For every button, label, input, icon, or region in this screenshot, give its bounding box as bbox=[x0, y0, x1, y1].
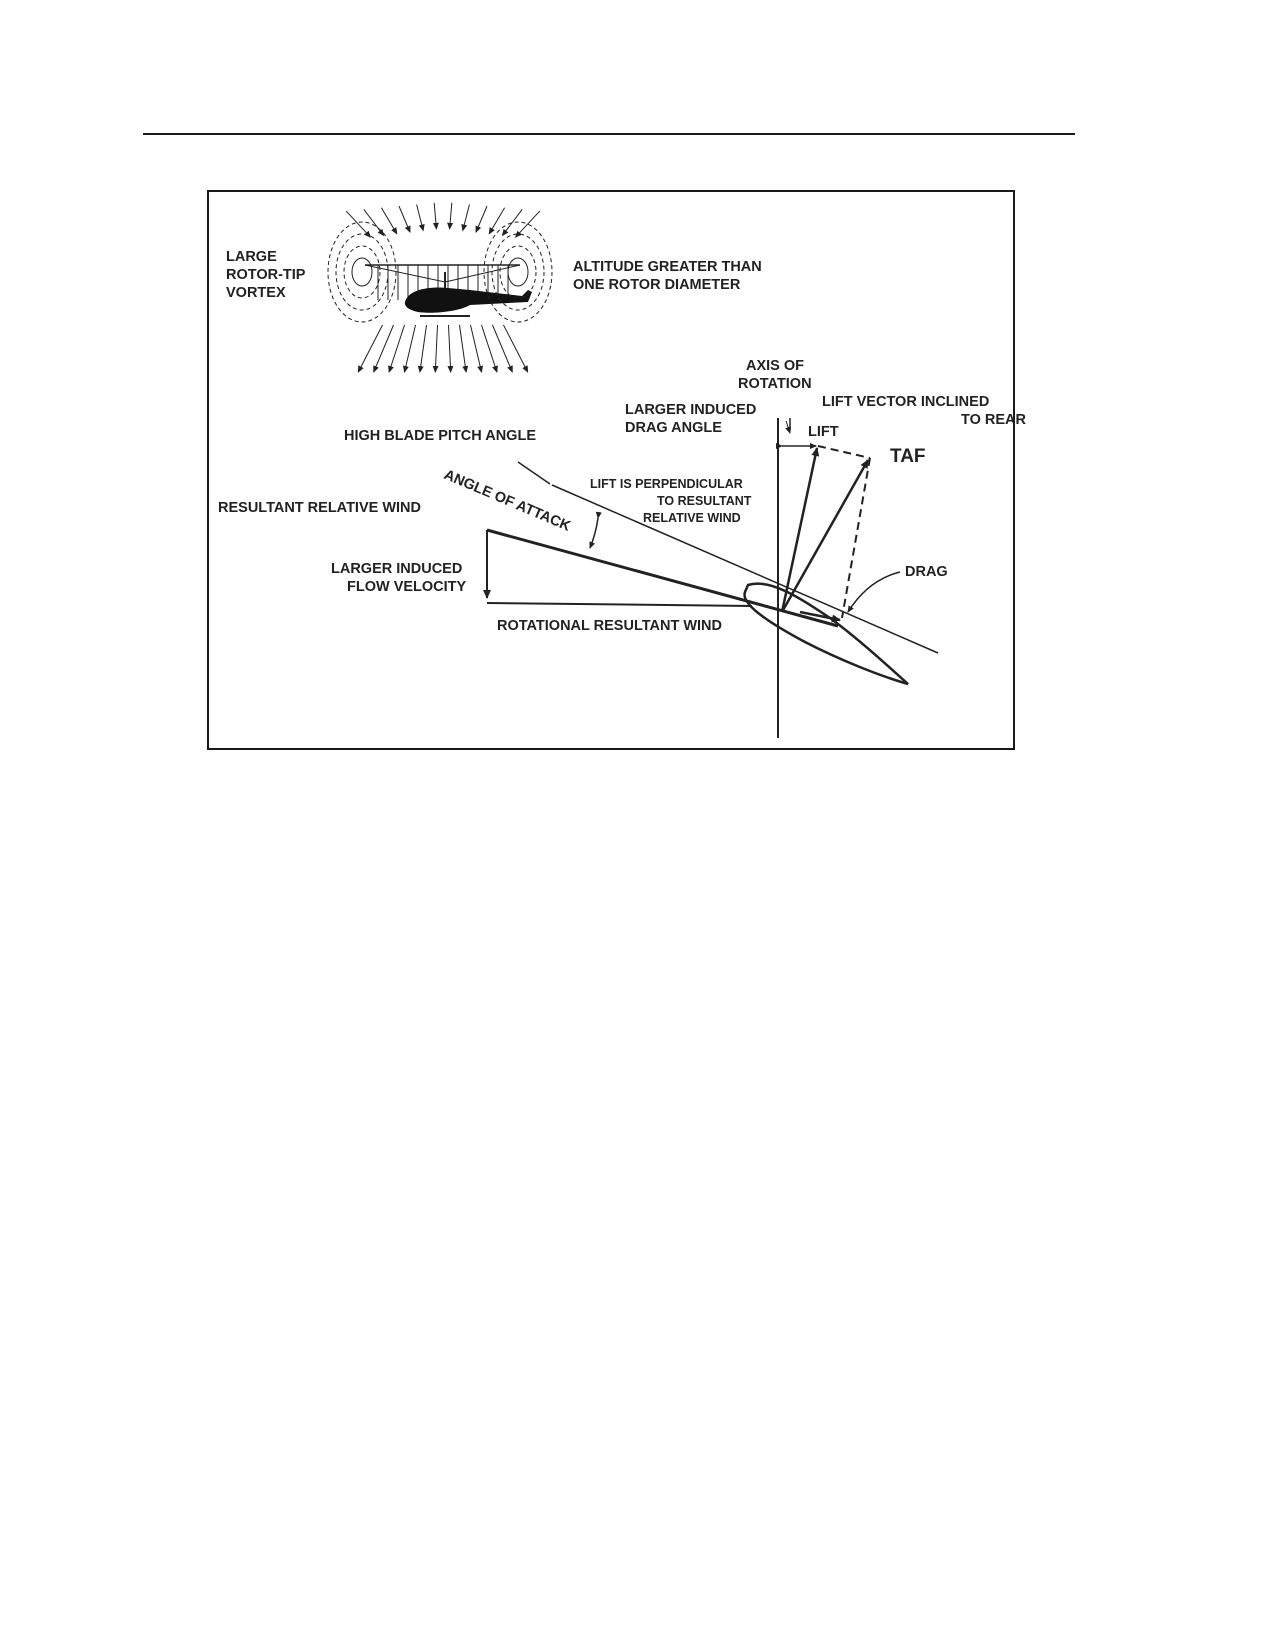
inflow-arrow bbox=[514, 210, 541, 238]
helicopter-vortex-illustration bbox=[327, 202, 553, 373]
label-angle-of-attack: ANGLE OF ATTACK bbox=[441, 467, 573, 535]
downwash-arrow bbox=[481, 324, 498, 373]
label-induced-drag-angle-1: LARGER INDUCED bbox=[625, 402, 756, 418]
inflow-arrow bbox=[416, 204, 425, 232]
downwash-arrow bbox=[432, 324, 439, 373]
angle-of-attack-arc bbox=[589, 511, 602, 549]
downwash-arrow bbox=[388, 324, 405, 373]
inflow-arrow bbox=[475, 205, 488, 234]
inflow-arrow bbox=[461, 204, 470, 232]
lift-vector-arrow bbox=[780, 447, 820, 613]
label-induced-flow-velocity-1: LARGER INDUCED bbox=[331, 561, 462, 577]
label-induced-flow-velocity-2: FLOW VELOCITY bbox=[347, 579, 467, 595]
inflow-arrow bbox=[501, 209, 523, 237]
inflow-arrow bbox=[432, 202, 439, 230]
label-large-vortex-2: ROTOR-TIP bbox=[226, 267, 306, 283]
label-large-vortex-1: LARGE bbox=[226, 249, 277, 265]
inflow-arrow bbox=[345, 210, 372, 238]
downwash-arrow bbox=[503, 324, 529, 373]
rotational-resultant-wind-line bbox=[486, 602, 753, 607]
label-altitude-1: ALTITUDE GREATER THAN bbox=[573, 259, 762, 275]
label-axis-of-rotation-1: AXIS OF bbox=[746, 358, 804, 374]
label-lift-vector-inclined-2: TO REAR bbox=[961, 412, 1027, 428]
label-large-vortex-3: VORTEX bbox=[226, 285, 286, 301]
downwash-arrow bbox=[357, 324, 383, 373]
label-induced-drag-angle-2: DRAG ANGLE bbox=[625, 420, 722, 436]
right-rotor-tip-vortex bbox=[483, 221, 553, 323]
label-lift-vector-inclined-1: LIFT VECTOR INCLINED bbox=[822, 394, 989, 410]
inflow-arrow bbox=[363, 209, 385, 237]
label-lift-perpendicular-3: RELATIVE WIND bbox=[643, 511, 741, 525]
blade-pitch-line bbox=[551, 484, 939, 654]
label-lift-perpendicular-1: LIFT IS PERPENDICULAR bbox=[590, 477, 743, 491]
blade-element-vector-diagram bbox=[483, 418, 939, 738]
page-header-rule bbox=[143, 133, 1075, 135]
downwash-arrow bbox=[402, 324, 416, 373]
downwash-arrow bbox=[459, 324, 469, 373]
inflow-arrow bbox=[447, 202, 454, 230]
downwash-arrow bbox=[447, 324, 454, 373]
downwash-arrows bbox=[345, 202, 541, 373]
airfoil-section bbox=[743, 582, 909, 686]
label-drag: DRAG bbox=[905, 564, 948, 580]
label-altitude-2: ONE ROTOR DIAMETER bbox=[573, 277, 741, 293]
taf-vector-arrow bbox=[780, 459, 870, 613]
inflow-arrow bbox=[380, 207, 398, 235]
inflow-arrow bbox=[488, 207, 506, 235]
label-rotational-resultant-wind: ROTATIONAL RESULTANT WIND bbox=[497, 618, 722, 634]
downwash-arrow bbox=[417, 324, 427, 373]
inflow-arrow bbox=[398, 205, 411, 234]
label-axis-of-rotation-2: ROTATION bbox=[738, 376, 812, 392]
downwash-arrow bbox=[373, 324, 394, 373]
label-lift-perpendicular-2: TO RESULTANT bbox=[657, 494, 752, 508]
downwash-arrow bbox=[492, 324, 513, 373]
drag-vector-arrow bbox=[799, 610, 841, 623]
label-taf: TAF bbox=[890, 446, 926, 467]
label-lift: LIFT bbox=[808, 424, 839, 440]
figure-border bbox=[207, 190, 1015, 750]
label-resultant-relative-wind: RESULTANT RELATIVE WIND bbox=[218, 500, 421, 516]
label-high-blade-pitch-angle: HIGH BLADE PITCH ANGLE bbox=[344, 428, 536, 444]
helicopter-silhouette bbox=[404, 287, 532, 313]
downwash-arrow bbox=[470, 324, 484, 373]
resultant-relative-wind-line bbox=[486, 528, 839, 628]
left-rotor-tip-vortex bbox=[327, 221, 397, 323]
pitch-angle-leader bbox=[517, 461, 551, 485]
